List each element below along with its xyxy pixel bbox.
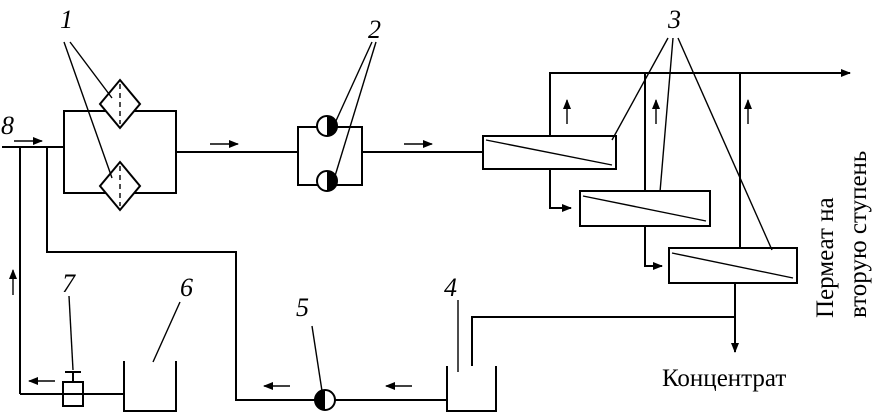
callout-1: 1 bbox=[60, 5, 73, 34]
callout-8: 8 bbox=[1, 111, 14, 140]
pump-lower bbox=[316, 170, 338, 192]
callout-6: 6 bbox=[180, 273, 193, 302]
line-filter-to-pump bbox=[176, 140, 298, 153]
return-line bbox=[46, 147, 447, 401]
membrane-module-1 bbox=[482, 135, 617, 170]
callout-leader-2a bbox=[334, 41, 373, 124]
callout-leader-1a bbox=[69, 41, 113, 99]
dosing-pump bbox=[62, 371, 84, 407]
line-pump-to-module bbox=[362, 140, 483, 153]
concentrate-outlet: Концентрат bbox=[471, 283, 786, 392]
callout-7: 7 bbox=[62, 269, 76, 298]
membrane-modules bbox=[482, 37, 798, 284]
callout-2: 2 bbox=[368, 15, 381, 44]
feed-inlet bbox=[2, 137, 64, 394]
concentrate-label: Концентрат bbox=[662, 365, 786, 392]
membrane-module-2 bbox=[579, 190, 711, 227]
concentrate-tank bbox=[446, 300, 497, 412]
callout-4: 4 bbox=[444, 273, 457, 302]
filter-block bbox=[63, 41, 177, 212]
permeate-label-line2: вторую ступень bbox=[845, 151, 872, 318]
callout-leader-1b bbox=[63, 41, 113, 179]
reagent-tank bbox=[123, 301, 181, 412]
membrane-module-3 bbox=[668, 247, 798, 284]
permeate-label-line1: Пермеат на bbox=[812, 197, 839, 318]
pump-upper bbox=[316, 115, 338, 137]
dosing-line bbox=[20, 295, 124, 407]
callout-5: 5 bbox=[296, 293, 309, 322]
filter-lower bbox=[98, 160, 142, 212]
filter-upper bbox=[98, 78, 142, 130]
circulation-pump bbox=[311, 325, 336, 411]
callout-leader-2b bbox=[334, 41, 377, 177]
callout-3: 3 bbox=[667, 5, 681, 34]
pump-block bbox=[297, 41, 377, 192]
callout-labels: 1 2 3 4 5 6 7 8 bbox=[1, 5, 681, 322]
permeate-outlet: Пермеат на вторую ступень bbox=[740, 69, 872, 318]
